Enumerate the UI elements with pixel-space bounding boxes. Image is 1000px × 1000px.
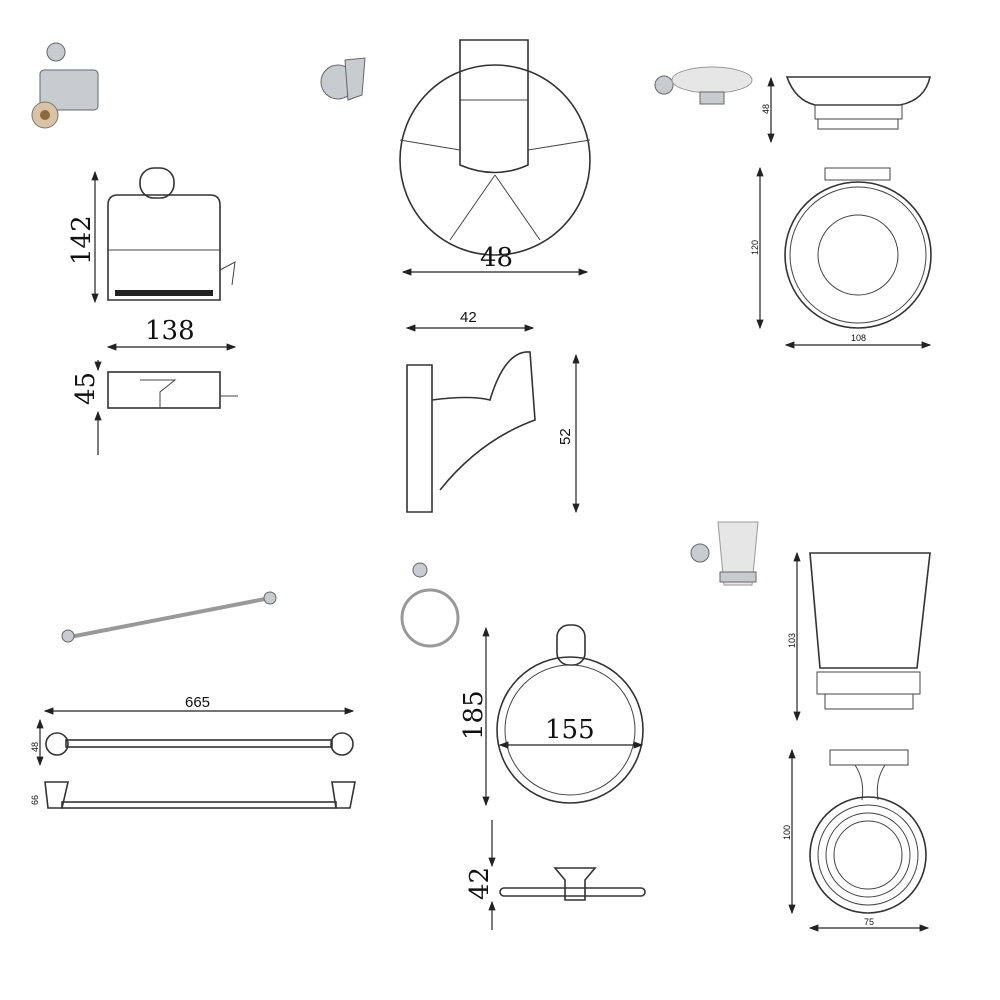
tumbler-holder-width-label: 75 (864, 917, 874, 927)
soap-dish-depth-label: 120 (750, 240, 760, 255)
soap-dish-top-view (784, 167, 932, 329)
paper-holder-width-label: 138 (145, 316, 195, 346)
towel-bar-depth-label: 66 (30, 795, 40, 805)
robe-hook-projection-label: 42 (460, 309, 477, 326)
paper-holder-front-view (107, 167, 236, 301)
tumbler-holder-height-label: 103 (787, 633, 797, 648)
soap-dish-width-label: 108 (851, 333, 866, 343)
paper-holder-photo (31, 42, 99, 129)
tumbler-holder-depth-label: 100 (782, 825, 792, 840)
robe-hook-photo (320, 57, 366, 101)
robe-hook-diameter-label: 48 (480, 243, 513, 273)
towel-ring-height-label: 185 (459, 690, 489, 740)
robe-hook-height-label: 52 (557, 428, 574, 445)
paper-holder-dimension-lines (91, 170, 237, 455)
tumbler-holder-photo (690, 521, 759, 586)
soap-dish-side-view (785, 76, 931, 130)
towel-ring-front-view (496, 624, 644, 804)
robe-hook-side-view (406, 351, 536, 513)
towel-ring-side-view (499, 867, 646, 901)
tumbler-holder-side-view (809, 552, 931, 710)
towel-bar-front-view (44, 732, 356, 809)
towel-bar-length-label: 665 (185, 694, 210, 711)
towel-ring-width-label: 155 (545, 715, 595, 745)
tumbler-holder-top-view (809, 749, 927, 914)
paper-holder-depth-label: 45 (71, 372, 101, 405)
soap-dish-height-label: 48 (761, 104, 771, 114)
paper-holder-top-view (107, 371, 238, 409)
towel-bar-photo (61, 591, 277, 643)
robe-hook-front-view (399, 39, 591, 256)
towel-bar-height-label: 48 (30, 742, 40, 752)
towel-ring-depth-label: 42 (465, 867, 495, 900)
paper-holder-height-label: 142 (67, 215, 97, 265)
soap-dish-photo (654, 66, 753, 105)
towel-ring-photo (400, 562, 460, 648)
